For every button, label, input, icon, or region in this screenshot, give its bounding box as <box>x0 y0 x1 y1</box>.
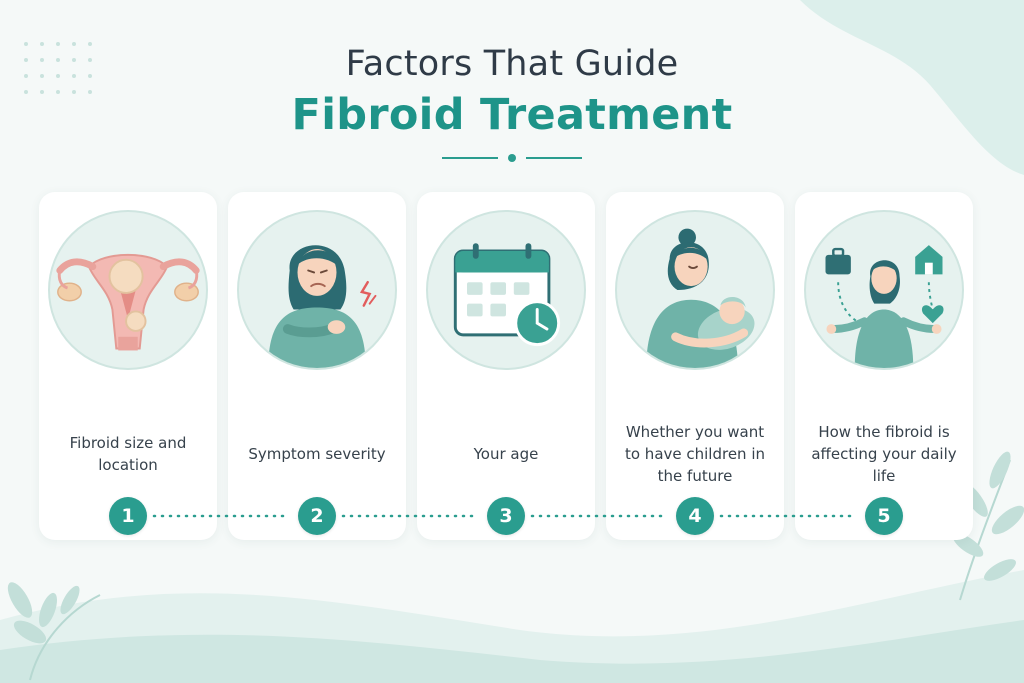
title-divider <box>442 154 582 162</box>
factor-card-3: Your age <box>417 192 595 540</box>
factor-label-4: Whether you want to have children in the… <box>624 423 766 485</box>
factor-card-1: Fibroid size and location <box>39 192 217 540</box>
work-life-balance-icon <box>804 210 964 370</box>
factor-card-2: Symptom severity <box>228 192 406 540</box>
step-connector-1-2 <box>152 514 288 518</box>
step-connector-3-4 <box>530 514 666 518</box>
step-number-2: 2 <box>298 497 336 535</box>
factor-card-4: Whether you want to have children in the… <box>606 192 784 540</box>
page-title-line-2: Fibroid Treatment <box>291 90 733 140</box>
step-connector-2-3 <box>341 514 477 518</box>
step-number-3: 3 <box>487 497 525 535</box>
factor-label-1: Fibroid size and location <box>69 434 187 474</box>
factor-label-2: Symptom severity <box>248 445 386 463</box>
uterus-icon <box>48 210 208 370</box>
step-number-5: 5 <box>865 497 903 535</box>
page-title-line-1: Factors That Guide <box>345 44 679 84</box>
step-connector-4-5 <box>719 514 855 518</box>
woman-in-pain-icon <box>237 210 397 370</box>
step-number-4: 4 <box>676 497 714 535</box>
mother-baby-icon <box>615 210 775 370</box>
calendar-clock-icon <box>426 210 586 370</box>
factor-label-5: How the fibroid is affecting your daily … <box>811 423 957 485</box>
factor-card-5: How the fibroid is affecting your daily … <box>795 192 973 540</box>
step-number-1: 1 <box>109 497 147 535</box>
factor-label-3: Your age <box>473 445 539 463</box>
